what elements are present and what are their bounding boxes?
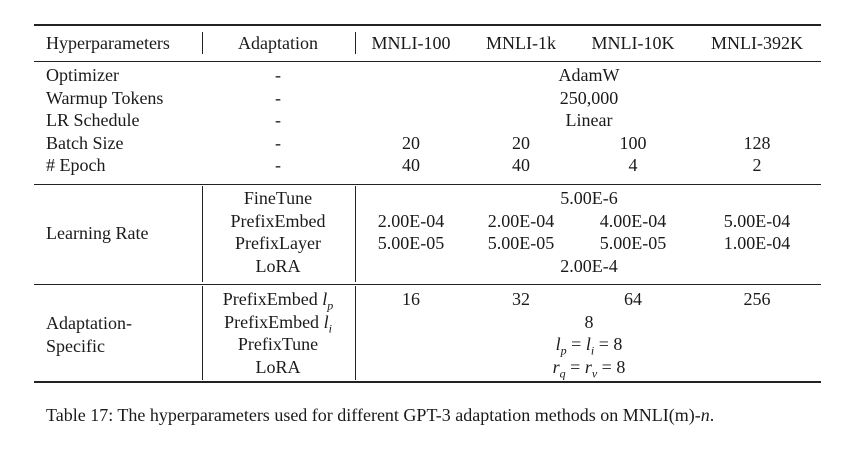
row-epoch-label: # Epoch — [46, 155, 106, 175]
lr-lora-adapt: LoRA — [255, 256, 301, 276]
lr-prefixlayer-mnli-392k: 1.00E-04 — [723, 233, 791, 253]
row-batch-size-adapt: - — [275, 133, 281, 153]
section2-rule — [34, 284, 821, 285]
caption-var: n — [700, 405, 710, 425]
lr-finetune-value: 5.00E-6 — [560, 188, 618, 208]
table-caption: Table 17: The hyperparameters used for d… — [46, 403, 714, 427]
spec-prefixembed-lp-name: PrefixEmbed — [222, 289, 318, 309]
spec-prefixembed-li-name: PrefixEmbed — [224, 312, 320, 332]
caption-text: Table 17: The hyperparameters used for d… — [46, 405, 701, 425]
header-mnli-392k: MNLI-392K — [711, 33, 803, 53]
spec-prefixembed-lp-adapt: PrefixEmbed lp — [223, 288, 334, 317]
adaptation-specific-label-line1: Adaptation- — [46, 313, 132, 333]
spec-li-symbol: li — [323, 312, 332, 336]
row-epoch-mnli-1k: 40 — [512, 155, 530, 175]
header-mnli-1k: MNLI-1k — [486, 33, 556, 53]
row-epoch-mnli-10k: 4 — [628, 155, 638, 175]
row-lr-schedule-label: LR Schedule — [46, 110, 140, 130]
row-batch-size-mnli-100: 20 — [402, 133, 420, 153]
row-lr-schedule-adapt: - — [275, 110, 281, 130]
spec-prefixtune-adapt: PrefixTune — [237, 334, 319, 354]
table-top-rule — [34, 24, 821, 26]
lr-lora-value: 2.00E-4 — [560, 256, 618, 276]
spec-prefixembed-li-adapt: PrefixEmbed li — [224, 311, 332, 340]
spec-prefixtune-value: lp = li = 8 — [555, 334, 623, 358]
adaptation-specific-label-line2: Specific — [46, 336, 105, 356]
spec-lora-adapt: LoRA — [255, 357, 301, 377]
lr-prefixembed-mnli-10k: 4.00E-04 — [599, 211, 667, 231]
row-batch-size-mnli-392k: 128 — [743, 133, 771, 153]
table-bottom-rule — [34, 381, 821, 383]
col-sep-s2-1 — [202, 186, 203, 282]
col-sep-header-1 — [202, 32, 203, 54]
row-batch-size-mnli-1k: 20 — [512, 133, 530, 153]
row-warmup-value: 250,000 — [559, 88, 619, 108]
header-mnli-100: MNLI-100 — [371, 33, 451, 53]
lr-prefixembed-mnli-100: 2.00E-04 — [377, 211, 445, 231]
header-mnli-10k: MNLI-10K — [591, 33, 675, 53]
col-sep-s3-2 — [355, 286, 356, 380]
col-sep-s2-2 — [355, 186, 356, 282]
spec-lp-mnli-1k: 32 — [512, 289, 530, 309]
row-epoch-mnli-392k: 2 — [752, 155, 762, 175]
spec-lp-mnli-392k: 256 — [743, 289, 771, 309]
header-adaptation: Adaptation — [238, 33, 318, 53]
spec-lp-mnli-100: 16 — [402, 289, 420, 309]
section1-rule — [34, 184, 821, 185]
row-warmup-label: Warmup Tokens — [46, 88, 164, 108]
row-optimizer-adapt: - — [275, 65, 281, 85]
row-optimizer-label: Optimizer — [46, 65, 119, 85]
row-batch-size-mnli-10k: 100 — [619, 133, 647, 153]
spec-li-value: 8 — [584, 312, 594, 332]
caption-end: . — [709, 405, 715, 425]
spec-lora-value: rq = rv = 8 — [552, 357, 626, 381]
col-sep-s3-1 — [202, 286, 203, 380]
lr-prefixembed-adapt: PrefixEmbed — [230, 211, 326, 231]
header-hyperparameters: Hyperparameters — [46, 33, 170, 53]
row-optimizer-value: AdamW — [558, 65, 620, 85]
lr-finetune-adapt: FineTune — [243, 188, 313, 208]
lr-prefixlayer-mnli-100: 5.00E-05 — [377, 233, 445, 253]
spec-lp-mnli-10k: 64 — [624, 289, 642, 309]
lr-prefixlayer-mnli-10k: 5.00E-05 — [599, 233, 667, 253]
row-epoch-adapt: - — [275, 155, 281, 175]
row-warmup-adapt: - — [275, 88, 281, 108]
row-epoch-mnli-100: 40 — [402, 155, 420, 175]
lr-prefixlayer-adapt: PrefixLayer — [235, 233, 321, 253]
row-batch-size-label: Batch Size — [46, 133, 124, 153]
row-lr-schedule-value: Linear — [565, 110, 613, 130]
lr-prefixlayer-mnli-1k: 5.00E-05 — [487, 233, 555, 253]
learning-rate-label: Learning Rate — [46, 223, 149, 243]
spec-lp-symbol: lp — [322, 289, 334, 313]
lr-prefixembed-mnli-392k: 5.00E-04 — [723, 211, 791, 231]
lr-prefixembed-mnli-1k: 2.00E-04 — [487, 211, 555, 231]
col-sep-header-2 — [355, 32, 356, 54]
header-rule — [34, 61, 821, 62]
